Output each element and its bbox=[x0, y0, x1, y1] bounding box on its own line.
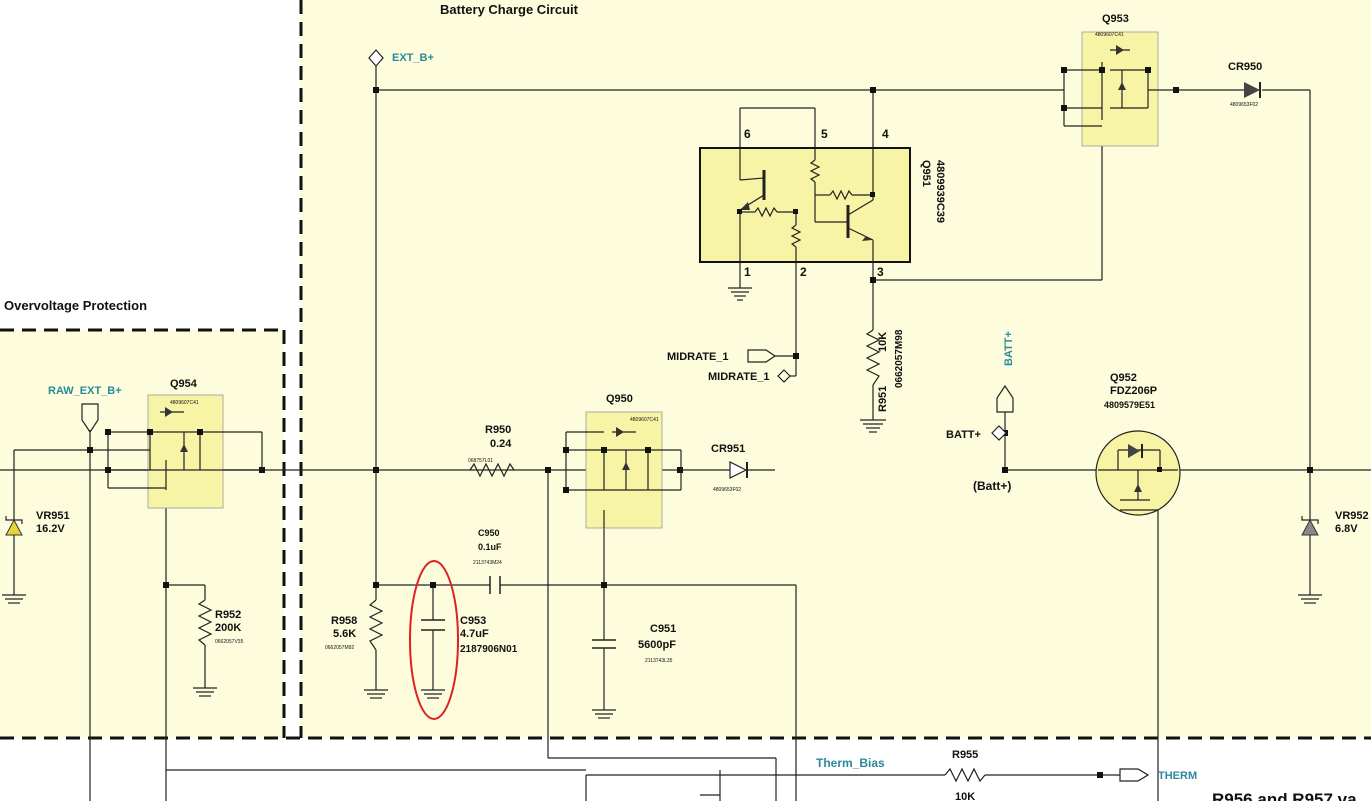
q951-part: 4809939C39 bbox=[934, 160, 946, 223]
r955: R955 10K bbox=[944, 749, 986, 801]
c953-ref: C953 bbox=[460, 615, 486, 627]
c951-ref: C951 bbox=[650, 623, 676, 635]
batt-plus-label: BATT+ bbox=[946, 429, 981, 441]
q952-part-name: FDZ206P bbox=[1110, 385, 1157, 397]
ext-b-port: EXT_B+ bbox=[368, 49, 434, 67]
c951-part: 2113743L35 bbox=[645, 658, 673, 664]
q954-ref: Q954 bbox=[170, 378, 198, 390]
c951: C951 5600pF 2113743L35 bbox=[592, 623, 676, 719]
therm-label: THERM bbox=[1158, 770, 1197, 782]
batt-plus-port: BATT+ BATT+ (Batt+) bbox=[946, 331, 1015, 493]
ext-b-label: EXT_B+ bbox=[392, 52, 434, 64]
ovp-region bbox=[0, 330, 284, 738]
q950: Q950 4809607C41 bbox=[563, 393, 682, 529]
r958-part: 0662057M92 bbox=[325, 645, 354, 651]
r951-value: 10K bbox=[877, 332, 889, 352]
r951: 10K R951 0662057M98 bbox=[860, 329, 905, 433]
region-borders bbox=[0, 0, 1371, 740]
c950: C950 0.1uF 2113743M24 bbox=[473, 528, 502, 594]
q951-pin5: 5 bbox=[821, 127, 828, 141]
q952-ref: Q952 bbox=[1110, 372, 1137, 384]
vr952: VR952 6.8V bbox=[1298, 510, 1369, 604]
r952: R952 200K 0662057V35 bbox=[193, 599, 244, 697]
r958-value: 5.6K bbox=[333, 628, 356, 640]
c950-part: 2113743M24 bbox=[473, 560, 502, 566]
r958: R958 5.6K 0662057M92 bbox=[325, 599, 388, 699]
q951-ref: Q951 bbox=[920, 160, 932, 187]
raw-ext-b-port: RAW_EXT_B+ bbox=[48, 385, 122, 434]
raw-ext-b-label: RAW_EXT_B+ bbox=[48, 385, 122, 397]
q950-ref: Q950 bbox=[606, 393, 633, 405]
c953: C953 4.7uF 2187906N01 bbox=[421, 615, 518, 699]
q953-part: 4809607C41 bbox=[1095, 32, 1124, 38]
q954-part: 4809607C41 bbox=[170, 400, 199, 406]
cr951-ref: CR951 bbox=[711, 443, 745, 455]
q953: Q953 4809607C41 bbox=[1061, 13, 1176, 147]
r955-value: 10K bbox=[955, 791, 975, 801]
r950: R950 0.24 068757L01 bbox=[468, 424, 515, 478]
c950-value: 0.1uF bbox=[478, 542, 502, 552]
ovp-title: Overvoltage Protection bbox=[4, 298, 147, 313]
r952-value: 200K bbox=[215, 622, 241, 634]
footer-note: R956 and R957 va bbox=[1212, 790, 1357, 801]
q950-part: 4809607C41 bbox=[630, 417, 659, 423]
batt-plus-vert-label: BATT+ bbox=[1003, 331, 1015, 366]
r950-part: 068757L01 bbox=[468, 458, 493, 464]
vr951-value: 16.2V bbox=[36, 523, 65, 535]
q951-pin1: 1 bbox=[744, 265, 751, 279]
r950-ref: R950 bbox=[485, 424, 511, 436]
q952-part: 4809579E51 bbox=[1104, 400, 1155, 410]
r950-value: 0.24 bbox=[490, 438, 512, 450]
c953-value: 4.7uF bbox=[460, 628, 489, 640]
r951-part: 0662057M98 bbox=[894, 329, 905, 388]
q953-ref: Q953 bbox=[1102, 13, 1129, 25]
q952: Q952 FDZ206P 4809579E51 bbox=[1095, 372, 1181, 516]
q954: Q954 4809607C41 bbox=[105, 378, 263, 509]
therm-port: THERM bbox=[1119, 768, 1197, 782]
r952-ref: R952 bbox=[215, 609, 241, 621]
q951-pin4: 4 bbox=[882, 127, 889, 141]
cr950: CR950 4809653F02 bbox=[1228, 61, 1262, 108]
batt-node-label: (Batt+) bbox=[973, 479, 1011, 493]
midrate-label-a: MIDRATE_1 bbox=[667, 351, 729, 363]
midrate-ports: MIDRATE_1 MIDRATE_1 bbox=[667, 349, 791, 383]
therm-bias-label: Therm_Bias bbox=[816, 756, 885, 770]
r955-ref: R955 bbox=[952, 749, 978, 761]
vr951: VR951 16.2V bbox=[2, 510, 70, 604]
vr952-value: 6.8V bbox=[1335, 523, 1358, 535]
charge-region bbox=[300, 0, 1371, 738]
c950-ref: C950 bbox=[478, 528, 500, 538]
cr950-part: 4809653F02 bbox=[1230, 102, 1258, 108]
ground-q951 bbox=[728, 287, 752, 301]
cr951-part: 4809653F02 bbox=[713, 487, 741, 493]
highlight-ellipse bbox=[409, 560, 459, 720]
vr951-ref: VR951 bbox=[36, 510, 70, 522]
q951-pin2: 2 bbox=[800, 265, 807, 279]
r951-ref: R951 bbox=[877, 386, 889, 412]
c951-value: 5600pF bbox=[638, 639, 676, 651]
q951: 6 5 4 1 2 3 Q951 4809939C39 bbox=[699, 127, 946, 279]
midrate-label-b: MIDRATE_1 bbox=[708, 371, 770, 383]
r958-ref: R958 bbox=[331, 615, 357, 627]
cr950-ref: CR950 bbox=[1228, 61, 1262, 73]
q951-pin3: 3 bbox=[877, 265, 884, 279]
r952-part: 0662057V35 bbox=[215, 639, 244, 645]
charge-title: Battery Charge Circuit bbox=[440, 2, 579, 17]
c953-part: 2187906N01 bbox=[460, 644, 518, 655]
cr951: CR951 4809653F02 bbox=[711, 443, 748, 493]
vr952-ref: VR952 bbox=[1335, 510, 1369, 522]
q951-pin6: 6 bbox=[744, 127, 751, 141]
